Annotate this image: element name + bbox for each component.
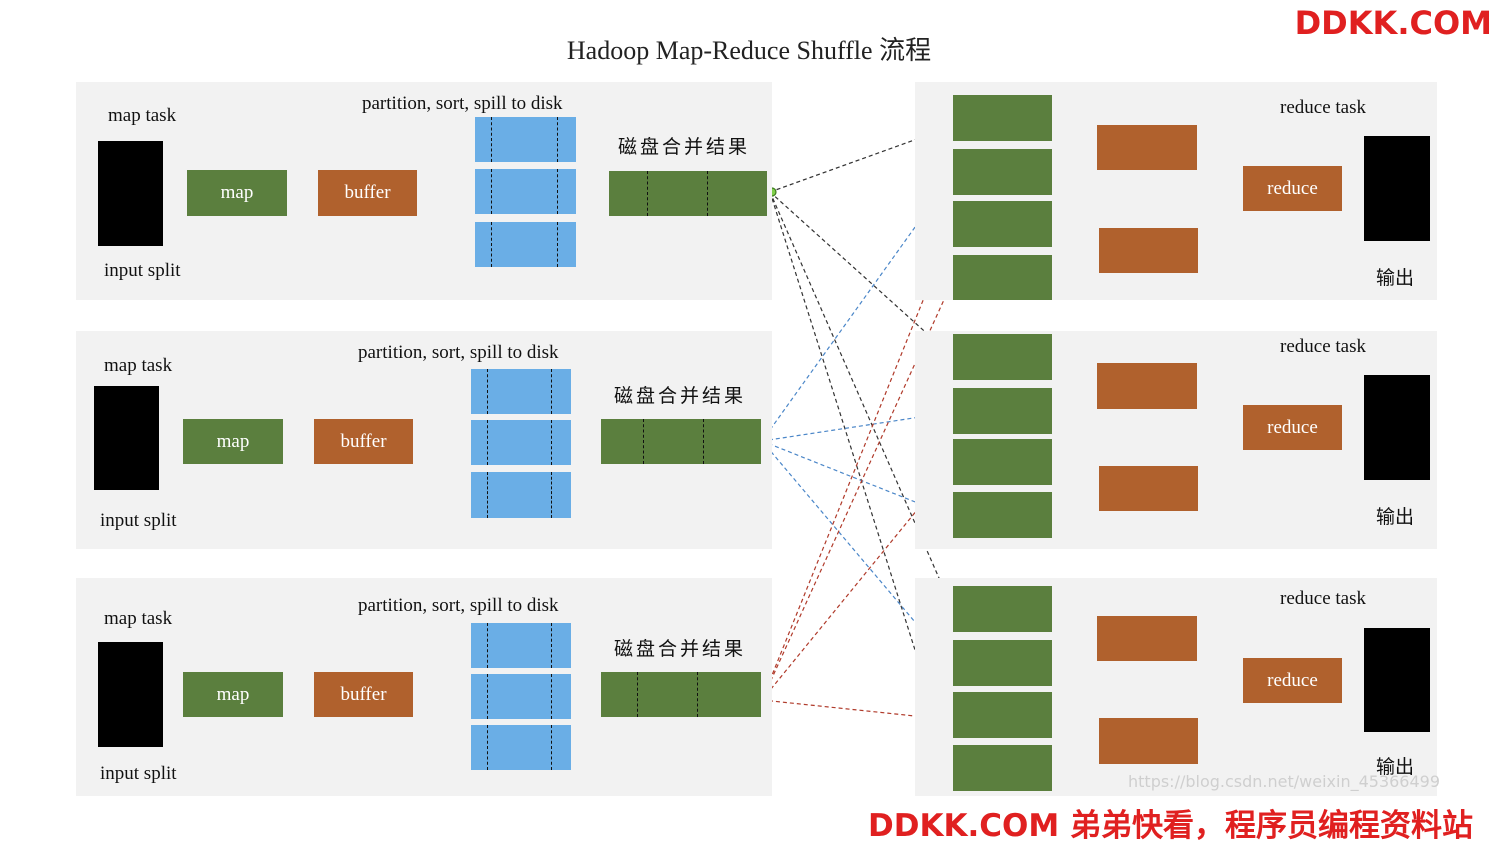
buffer-box: buffer bbox=[314, 419, 413, 464]
input-split-label: input split bbox=[104, 260, 181, 281]
spill-file bbox=[475, 222, 576, 267]
merge-box bbox=[1099, 228, 1198, 273]
spill-file bbox=[471, 725, 571, 770]
fetched-segment bbox=[953, 745, 1052, 791]
input-split-block bbox=[98, 141, 163, 246]
merge-label: 磁盘合并结果 bbox=[618, 136, 751, 158]
buffer-box: buffer bbox=[314, 672, 413, 717]
brand-logo-text: DDKK.COM bbox=[1294, 4, 1492, 42]
map-box: map bbox=[183, 672, 283, 717]
fetched-segment bbox=[953, 95, 1052, 141]
map-task-label: map task bbox=[104, 355, 173, 376]
shuffle-arrow bbox=[761, 225, 955, 701]
fetched-segment bbox=[953, 388, 1052, 434]
shuffle-arrow bbox=[761, 465, 954, 701]
map-box: map bbox=[187, 170, 287, 216]
merged-file bbox=[601, 672, 761, 717]
output-label: 输出 bbox=[1376, 756, 1415, 778]
merge-label: 磁盘合并结果 bbox=[614, 385, 747, 407]
reduce-task-label: reduce task bbox=[1280, 97, 1366, 118]
fetched-segment bbox=[953, 640, 1052, 686]
fetched-segment bbox=[953, 439, 1052, 485]
merge-box bbox=[1097, 363, 1197, 409]
reduce-task-label: reduce task bbox=[1280, 336, 1366, 357]
footer-banner: DDKK.COM 弟弟快看，程序员编程资料站 bbox=[868, 808, 1474, 844]
output-label: 输出 bbox=[1376, 267, 1415, 289]
diagram-title: Hadoop Map-Reduce Shuffle 流程 bbox=[566, 36, 932, 65]
reduce-box: reduce bbox=[1243, 166, 1342, 211]
spill-file bbox=[471, 472, 571, 518]
merge-box bbox=[1097, 125, 1197, 170]
spill-file bbox=[471, 674, 571, 719]
input-split-block bbox=[94, 386, 159, 490]
fetched-segment bbox=[953, 201, 1052, 247]
csdn-watermark: https://blog.csdn.net/weixin_45366499 bbox=[1128, 772, 1441, 791]
merge-label: 磁盘合并结果 bbox=[614, 638, 747, 660]
spill-label: partition, sort, spill to disk bbox=[362, 93, 563, 114]
reduce-box: reduce bbox=[1243, 405, 1342, 450]
spill-label: partition, sort, spill to disk bbox=[358, 595, 559, 616]
input-split-label: input split bbox=[100, 510, 177, 531]
fetched-segment bbox=[953, 255, 1052, 300]
merged-file bbox=[609, 171, 767, 216]
output-block bbox=[1364, 375, 1430, 480]
spill-file bbox=[471, 420, 571, 465]
spill-file bbox=[475, 117, 576, 162]
map-box: map bbox=[183, 419, 283, 464]
fetched-segment bbox=[953, 334, 1052, 380]
map-task-label: map task bbox=[104, 608, 173, 629]
fetched-segment bbox=[953, 492, 1052, 538]
merge-box bbox=[1099, 718, 1198, 764]
merged-file bbox=[601, 419, 761, 464]
output-block bbox=[1364, 136, 1430, 241]
spill-file bbox=[471, 623, 571, 668]
merge-box bbox=[1099, 466, 1198, 511]
fetched-segment bbox=[953, 692, 1052, 738]
reduce-box: reduce bbox=[1243, 658, 1342, 703]
merge-box bbox=[1097, 616, 1197, 661]
fetched-segment bbox=[953, 586, 1052, 632]
shuffle-arrow bbox=[769, 191, 954, 358]
spill-file bbox=[471, 369, 571, 414]
map-task-label: map task bbox=[108, 105, 177, 126]
output-label: 输出 bbox=[1376, 506, 1415, 528]
output-block bbox=[1364, 628, 1430, 732]
spill-file bbox=[475, 169, 576, 214]
input-split-block bbox=[98, 642, 163, 747]
buffer-box: buffer bbox=[318, 170, 417, 216]
fetched-segment bbox=[953, 149, 1052, 195]
reduce-task-label: reduce task bbox=[1280, 588, 1366, 609]
spill-label: partition, sort, spill to disk bbox=[358, 342, 559, 363]
input-split-label: input split bbox=[100, 763, 177, 784]
